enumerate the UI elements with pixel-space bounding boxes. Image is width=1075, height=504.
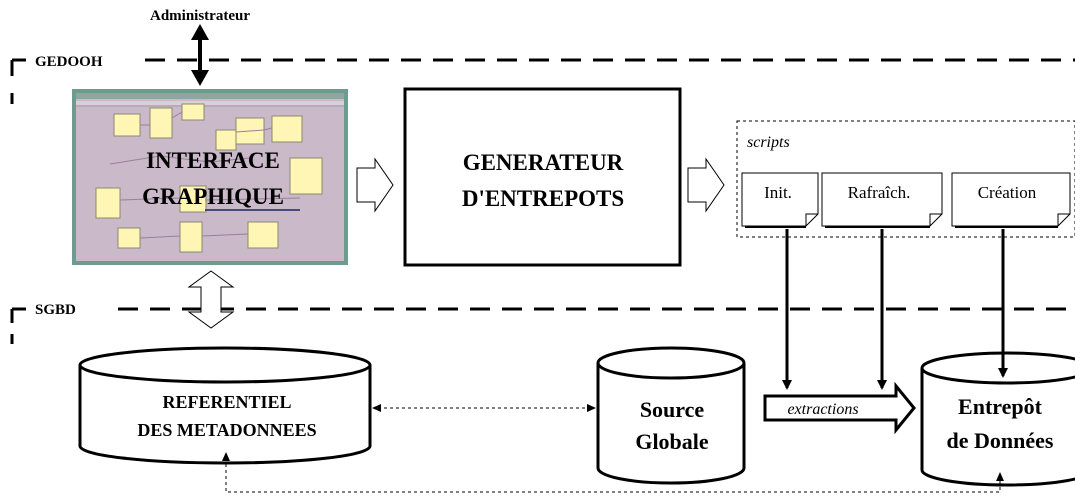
script-label-rafraich: Rafraîch. — [848, 183, 911, 202]
generateur-label-line2: D'ENTREPOTS — [462, 186, 624, 211]
extractions-label: extractions — [787, 401, 858, 418]
referentiel-label-line1: REFERENTIEL — [162, 392, 291, 412]
db-entrepot-cylinder — [920, 351, 1075, 487]
zone-label-sgbd: SGBD — [35, 302, 76, 318]
generateur-box — [403, 87, 682, 267]
script-doc-rafraich — [821, 172, 943, 228]
gedooh-zone-border — [10, 58, 1075, 104]
referentiel-label-line2: DES METADONNEES — [137, 420, 316, 440]
db-referentiel-cylinder — [78, 346, 372, 465]
interface-label-line1: INTERFACE — [146, 148, 280, 173]
interface-graphique-screenshot — [72, 89, 348, 265]
scripts-title: scripts — [747, 134, 790, 151]
flow-arrow-interface-sgbd — [187, 270, 235, 329]
script-label-init: Init. — [764, 183, 792, 202]
script-label-creation: Création — [978, 183, 1037, 202]
db-source-cylinder — [596, 346, 746, 485]
admin-arrow — [191, 24, 209, 86]
generateur-label-line1: GENERATEUR — [463, 150, 624, 175]
link-entrepot-referentiel — [222, 452, 1004, 493]
entrepot-label-line1: Entrepôt — [958, 394, 1043, 419]
extractions-arrow — [763, 381, 916, 435]
zone-label-gedooh: GEDOOH — [35, 54, 103, 70]
script-doc-init — [741, 172, 819, 228]
source-label-line1: Source — [640, 397, 705, 422]
admin-label: Administrateur — [150, 8, 250, 24]
flow-arrow-generator-to-scripts — [687, 157, 725, 213]
entrepot-label-line2: de Données — [947, 428, 1054, 453]
interface-label-line2: GRAPHIQUE — [142, 184, 284, 209]
sgbd-zone-border — [10, 307, 1075, 344]
script-doc-creation — [951, 172, 1071, 228]
flow-arrow-interface-to-generator — [356, 157, 394, 213]
source-label-line2: Globale — [635, 429, 709, 454]
link-referentiel-source — [372, 404, 596, 412]
